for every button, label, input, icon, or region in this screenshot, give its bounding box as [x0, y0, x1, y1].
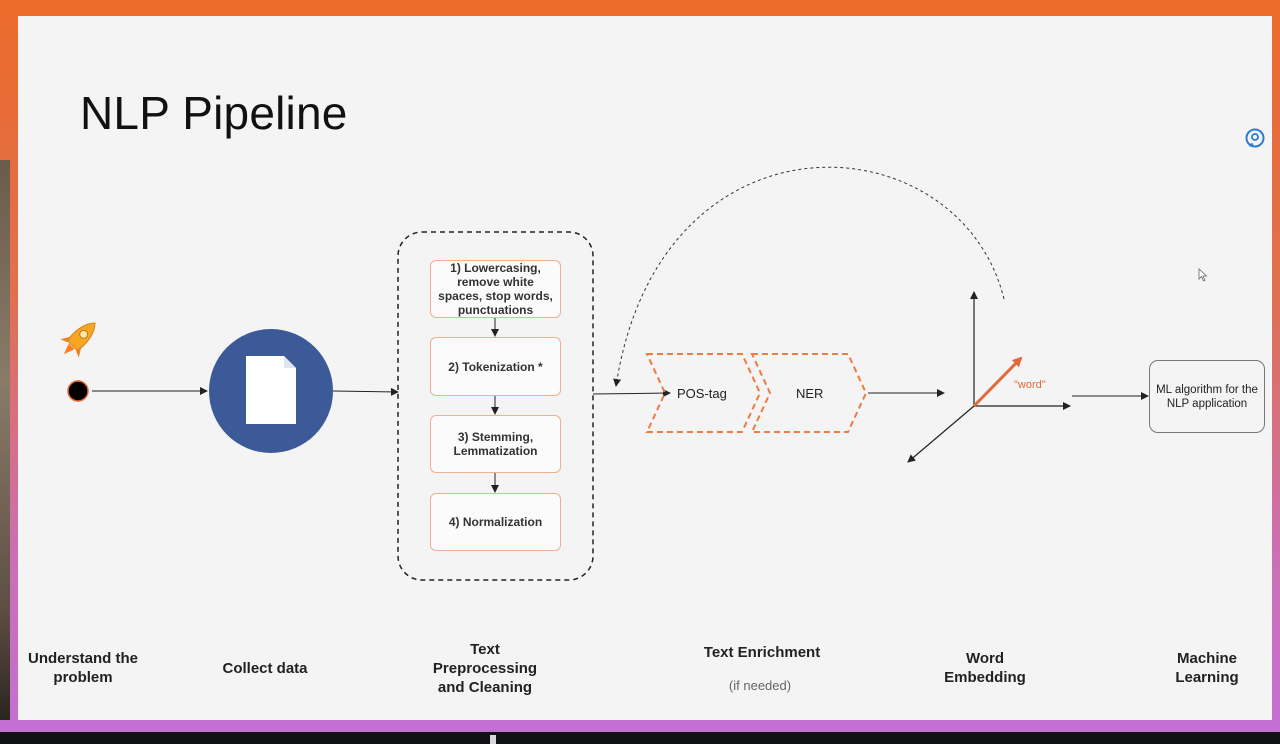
step-stemming: 3) Stemming, Lemmatization	[430, 415, 561, 473]
pos-tag-chevron	[645, 353, 762, 433]
video-edge	[0, 160, 10, 720]
cursor-icon	[1198, 268, 1208, 282]
feedback-arc	[613, 166, 1005, 387]
step-lowercasing: 1) Lowercasing, remove white spaces, sto…	[430, 260, 561, 318]
document-icon	[209, 329, 333, 453]
rocket-icon	[60, 322, 96, 358]
stage-enrichment-note: (if needed)	[728, 678, 792, 693]
embedding-axes	[907, 291, 1071, 463]
embedding-word-label: "word"	[1014, 379, 1046, 391]
ml-algorithm-box: ML algorithm for the NLP application	[1149, 360, 1265, 433]
arrow-collect-to-preprocess	[332, 387, 399, 396]
stage-embedding: Word Embedding	[944, 650, 1026, 686]
stage-collect: Collect data	[222, 660, 308, 677]
speech-bubble-icon[interactable]	[1245, 128, 1265, 148]
bottom-bar	[0, 732, 1280, 744]
step-normalization: 4) Normalization	[430, 493, 561, 551]
start-node	[67, 380, 89, 402]
preprocessing-container	[397, 231, 594, 581]
arrow-preprocess-to-enrichment	[592, 389, 671, 398]
stage-enrichment: Text Enrichment	[703, 644, 821, 661]
page-title: NLP Pipeline	[80, 87, 348, 139]
ner-label: NER	[796, 386, 824, 401]
pos-tag-label: POS-tag	[677, 386, 727, 401]
stage-preprocess: Text Preprocessing and Cleaning	[432, 641, 538, 696]
step-tokenization: 2) Tokenization *	[430, 337, 561, 396]
stage-ml: Machine Learning	[1175, 650, 1239, 686]
ner-chevron	[750, 353, 868, 433]
stage-understand: Understand the problem	[27, 650, 138, 686]
